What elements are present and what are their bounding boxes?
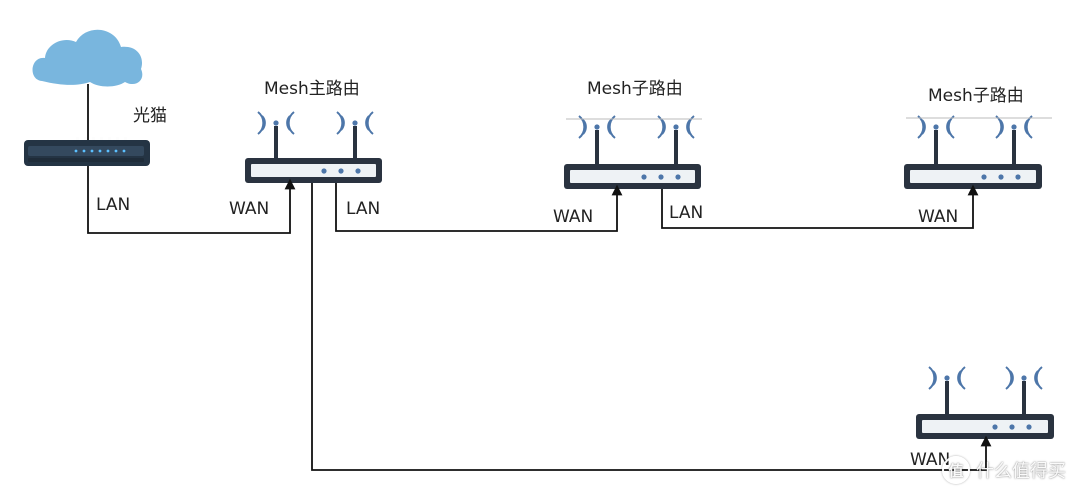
wifi-signal-icon [336, 111, 374, 135]
watermark-text: 什么值得买 [976, 461, 1066, 482]
lan-label-sub-1: LAN [669, 203, 704, 223]
main-sub3-link [311, 183, 992, 471]
main-sub1-link [335, 183, 623, 232]
modem-label: 光猫 [133, 106, 167, 126]
router-main-icon [245, 111, 382, 183]
wan-label-sub-1: WAN [553, 207, 594, 227]
wifi-signal-icon [657, 115, 695, 139]
cloud-icon [32, 29, 143, 87]
router-sub-3-icon [916, 366, 1054, 439]
wan-label-main: WAN [229, 199, 270, 219]
sub-router-2-label: Mesh子路由 [928, 86, 1024, 106]
wifi-signal-icon [257, 111, 295, 135]
wifi-signal-icon [578, 115, 616, 139]
modem-main-link [87, 166, 296, 234]
modem-icon [24, 137, 150, 166]
main-router-label: Mesh主路由 [264, 79, 360, 99]
lan-label-modem: LAN [96, 195, 131, 215]
lan-label-main: LAN [346, 199, 381, 219]
sub-router-1-label: Mesh子路由 [587, 79, 683, 99]
watermark: 值 什么值得买 [942, 456, 1066, 484]
sub1-sub2-link [661, 184, 979, 229]
wan-label-sub-3: WAN [910, 450, 951, 470]
router-sub-1-icon [564, 115, 702, 189]
wan-label-sub-2: WAN [918, 207, 959, 227]
wifi-signal-icon [1005, 366, 1043, 390]
wifi-signal-icon [928, 366, 966, 390]
connection-lines [87, 84, 992, 471]
watermark-icon: 值 [942, 456, 970, 484]
router-sub-2-icon [904, 115, 1052, 189]
